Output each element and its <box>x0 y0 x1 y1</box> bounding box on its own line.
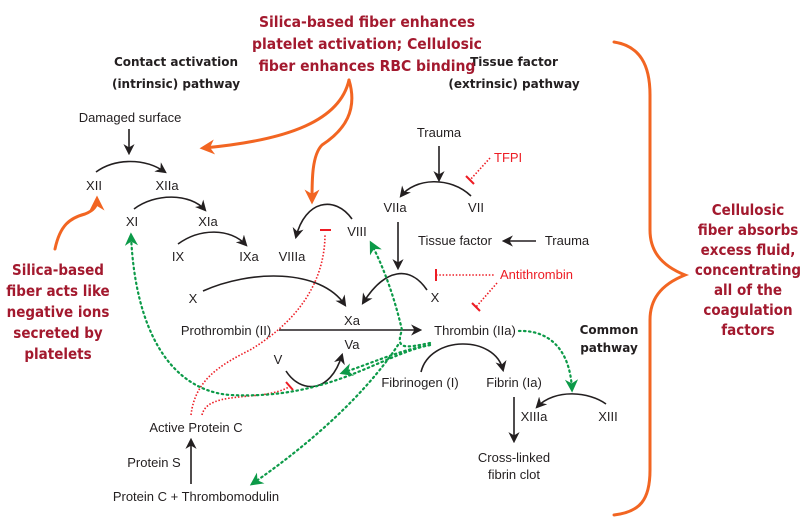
node-xii: XII <box>86 178 102 193</box>
callout-line: negative ions <box>7 303 110 321</box>
inhibition-antithrombin-thrombin <box>475 282 498 308</box>
node-x-right: X <box>431 290 440 305</box>
node-xia: XIa <box>198 214 218 229</box>
callout-line: Silica-based fiber enhances <box>259 13 475 31</box>
feedback-thrombin-to-protein-c <box>249 343 400 486</box>
node-crosslinked-clot: fibrin clot <box>488 467 540 482</box>
node-tissue-factor: Tissue factor <box>418 233 493 248</box>
node-protein-c-thrombomodulin: Protein C + Thrombomodulin <box>113 489 279 504</box>
node-viii: VIII <box>347 224 367 239</box>
inhibition-bar-icon <box>465 175 475 185</box>
node-vii: VII <box>468 200 484 215</box>
callout-line: concentrating <box>695 261 800 279</box>
arc-vii-to-viia <box>399 180 472 198</box>
node-fibrinogen: Fibrinogen (I) <box>381 375 458 390</box>
callout-line: Silica-based <box>12 261 104 279</box>
callout-line: fiber absorbs <box>698 221 799 239</box>
arc-x-to-xa-extrinsic <box>361 272 428 305</box>
callout-arrow-to-contact-activation <box>199 78 351 155</box>
node-x-left: X <box>189 291 198 306</box>
arc-x-to-xa <box>202 275 347 307</box>
node-ix: IX <box>172 249 185 264</box>
inhibition-bar-icon <box>471 302 481 312</box>
heading-line: (intrinsic) pathway <box>112 77 240 91</box>
heading-line: (extrinsic) pathway <box>448 77 579 91</box>
node-trauma-right: Trauma <box>545 233 590 248</box>
heading-line: Common <box>580 323 639 337</box>
node-active-protein-c: Active Protein C <box>149 420 242 435</box>
node-xi: XI <box>126 214 138 229</box>
feedback-thrombin-to-xi <box>124 232 432 397</box>
callout-line: Cellulosic <box>712 201 784 219</box>
inhibition-tfpi <box>469 157 491 181</box>
node-thrombin: Thrombin (IIa) <box>434 323 516 338</box>
node-viia: VIIa <box>383 200 407 215</box>
callout-line: secreted by <box>13 324 103 342</box>
callout-arrow-to-viii <box>304 78 354 205</box>
node-xiia: XIIa <box>155 178 179 193</box>
node-va: Va <box>345 337 361 352</box>
arc-viii-to-viiia <box>292 203 353 240</box>
callout-left: Silica-based fiber acts like negative io… <box>6 261 109 363</box>
extrinsic-pathway-heading: Tissue factor (extrinsic) pathway <box>448 55 579 91</box>
callout-right: Cellulosic fiber absorbs excess fluid, c… <box>695 201 800 339</box>
arc-fibrinogen-to-fibrin <box>420 343 507 373</box>
callout-line: platelet activation; Cellulosic <box>252 35 482 53</box>
heading-line: Tissue factor <box>470 55 558 69</box>
brace-icon <box>612 40 690 517</box>
node-fibrin: Fibrin (Ia) <box>486 375 542 390</box>
intrinsic-pathway-heading: Contact activation (intrinsic) pathway <box>112 55 240 91</box>
callout-line: excess fluid, <box>701 241 796 259</box>
node-xiiia: XIIIa <box>521 409 549 424</box>
arc-xii-to-xiia <box>95 160 167 174</box>
callout-line: all of the <box>714 281 782 299</box>
node-trauma-top: Trauma <box>417 125 462 140</box>
inhibition-bar-icon <box>285 381 294 391</box>
callout-line: platelets <box>24 345 91 363</box>
common-pathway-heading: Common pathway <box>580 323 639 355</box>
feedback-thrombin-to-v <box>339 343 432 376</box>
feedback-thrombin-to-xiii <box>517 329 579 393</box>
callout-line: coagulation <box>703 301 792 319</box>
inhibition-apc-v <box>201 385 291 416</box>
node-xiii: XIII <box>598 409 618 424</box>
callout-line: fiber enhances RBC binding <box>259 57 476 75</box>
arc-v-to-va <box>285 352 345 388</box>
callout-top: Silica-based fiber enhances platelet act… <box>252 13 482 75</box>
callout-line: factors <box>721 321 774 339</box>
node-v: V <box>274 352 283 367</box>
inhibitor-tfpi: TFPI <box>494 150 522 165</box>
inhibitor-antithrombin: Antithrombin <box>500 267 573 282</box>
heading-line: Contact activation <box>114 55 238 69</box>
arc-xiii-to-xiiia <box>535 393 607 409</box>
feedback-thrombin-to-viii <box>369 240 432 348</box>
node-viiia: VIIIa <box>279 249 307 264</box>
node-ixa: IXa <box>239 249 259 264</box>
arc-xi-to-xia <box>133 196 207 212</box>
node-crosslinked-clot: Cross-linked <box>478 450 550 465</box>
callout-arrow-to-xii <box>53 195 105 251</box>
node-xa: Xa <box>344 313 361 328</box>
node-prothrombin: Prothrombin (II) <box>181 323 271 338</box>
callout-line: fiber acts like <box>6 282 109 300</box>
node-damaged-surface: Damaged surface <box>79 110 182 125</box>
arc-ix-to-ixa <box>177 231 248 247</box>
node-protein-s: Protein S <box>127 455 181 470</box>
heading-line: pathway <box>580 341 638 355</box>
